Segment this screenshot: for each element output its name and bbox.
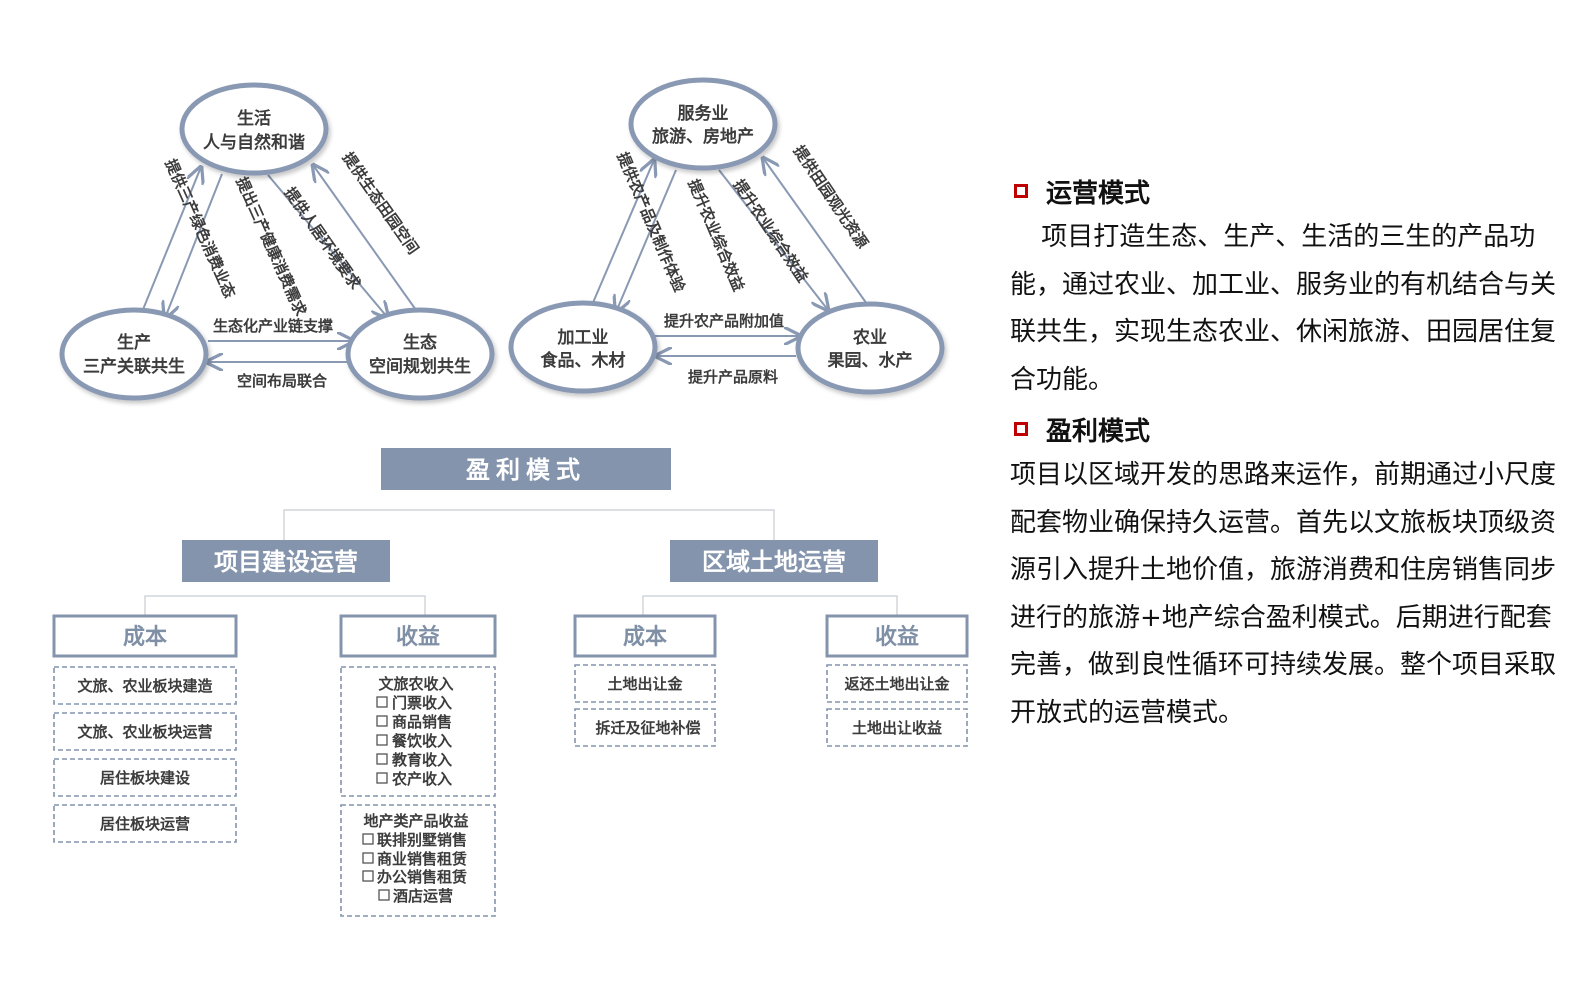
node-label-line2: 空间规划共生	[369, 356, 471, 377]
node-fuwuye: 服务业 旅游、房地产	[628, 77, 778, 171]
leaf-cost-item: 居住板块建设	[100, 769, 190, 787]
diagram-canvas: 提供三产绿色消费业态 提出三产健康消费需求 提供人居环境要求 提供生态田园空间 …	[52, 77, 969, 917]
revenue-item: 商业销售租赁	[377, 850, 467, 868]
edge-label-right-outer: 提供田园观光资源	[790, 142, 872, 252]
leaf-cost-item: 文旅、农业板块建造	[77, 677, 212, 695]
revenue-block-items: 联排别墅销售 商业销售租赁 办公销售租赁 酒店运营	[362, 831, 467, 905]
edge-label-right-outer: 提供生态田园空间	[339, 149, 423, 258]
edge-label-left-outer: 提供三产绿色消费业态	[161, 156, 238, 300]
group-revenue-project: 收益	[339, 614, 497, 658]
node-label-line2: 人与自然和谐	[203, 132, 305, 153]
arrow-left-outer	[141, 167, 201, 313]
revenue-item: 农产收入	[391, 770, 452, 788]
branch-label: 区域土地运营	[702, 548, 846, 576]
square-bullet-icon	[1014, 422, 1028, 436]
group-revenue-land: 收益	[825, 614, 969, 658]
revenue-item: 酒店运营	[393, 887, 453, 905]
checkbox-icon	[376, 715, 388, 727]
checkbox-icon	[376, 772, 388, 784]
arrow-left-inner	[165, 173, 223, 318]
node-label-line1: 生态	[403, 332, 437, 353]
edge-label-right-inner: 提升农业综合效益	[730, 176, 812, 286]
arrow-right-outer	[763, 158, 868, 305]
triangle-diagram-sansheng: 提供三产绿色消费业态 提出三产健康消费需求 提供人居环境要求 提供生态田园空间 …	[59, 82, 495, 401]
node-nongye: 农业 果园、水产	[795, 301, 945, 395]
checkbox-icon	[376, 753, 388, 765]
leaf-revenue-item: 返还土地出让金	[844, 675, 950, 693]
arrow-left-outer	[591, 160, 654, 306]
revenue-item: 门票收入	[392, 694, 452, 712]
group-label: 成本	[623, 625, 667, 650]
description-panel: 运营模式 项目打造生态、生产、生活的三生的产品功能，通过农业、加工业、服务业的有…	[1010, 168, 1570, 737]
edge-label-bottom-top: 提升农产品附加值	[664, 312, 784, 330]
node-label-line1: 服务业	[678, 103, 729, 124]
checkbox-icon	[362, 833, 374, 845]
group-label: 收益	[396, 624, 440, 650]
checkbox-icon	[376, 696, 388, 708]
revenue-item: 餐饮收入	[392, 732, 452, 750]
section-heading-operation: 运营模式	[1010, 168, 1570, 214]
node-label-line2: 食品、木材	[541, 350, 626, 371]
revenue-block-title: 地产类产品收益	[363, 812, 468, 830]
edge-label-left-outer: 提供农产品及制作体验	[613, 150, 689, 296]
section-title: 运营模式	[1046, 178, 1151, 209]
section-heading-profit: 盈利模式	[1010, 406, 1570, 452]
checkbox-icon	[378, 889, 390, 901]
square-bullet-icon	[1014, 184, 1028, 198]
revenue-block-title: 文旅农收入	[378, 675, 453, 693]
leaf-cost-item: 土地出让金	[607, 675, 683, 693]
group-label: 成本	[123, 625, 167, 650]
node-shengchan: 生产 三产关联共生	[59, 307, 209, 401]
tree-root: 盈利模式	[381, 448, 671, 490]
arrow-right-inner	[267, 174, 388, 318]
checkbox-icon	[362, 870, 374, 882]
node-label-line1: 生活	[237, 108, 271, 129]
group-cost-land: 成本	[573, 614, 717, 658]
triangle-diagram-industry: 提供农产品及制作体验 提升农业综合效益 提升农业综合效益 提供田园观光资源 提升…	[508, 77, 945, 395]
node-jiagongye: 加工业 食品、木材	[508, 300, 658, 394]
branch-land-operation: 区域土地运营	[670, 540, 878, 582]
revenue-block-items: 门票收入 商品销售 餐饮收入 教育收入 农产收入	[376, 694, 452, 788]
tree-root-label: 盈利模式	[465, 456, 586, 484]
edge-label-bottom-bottom: 提升产品原料	[688, 368, 778, 386]
section-body-operation: 项目打造生态、生产、生活的三生的产品功能，通过农业、加工业、服务业的有机结合与关…	[1010, 222, 1557, 395]
group-label: 收益	[875, 624, 919, 650]
edge-label-bottom-bottom: 空间布局联合	[237, 372, 328, 390]
section-title: 盈利模式	[1046, 416, 1151, 447]
group-cost-project: 成本	[52, 614, 238, 658]
branch-project-construction: 项目建设运营	[182, 540, 390, 582]
arrow-right-inner	[718, 169, 828, 310]
node-label-line1: 生产	[117, 332, 151, 353]
profit-model-tree: 盈利模式 项目建设运营 区域土地运营 成本 收益 成本 收益	[52, 448, 969, 917]
arrow-left-inner	[616, 169, 677, 312]
leaf-revenue-item: 土地出让收益	[852, 719, 942, 737]
arrow-right-outer	[313, 165, 417, 311]
node-label-line2: 果园、水产	[828, 350, 913, 371]
revenue-item: 商品销售	[392, 713, 452, 731]
checkbox-icon	[376, 734, 388, 746]
leaf-cost-item: 拆迁及征地补偿	[595, 719, 700, 737]
section-body-profit: 项目以区域开发的思路来运作，前期通过小尺度配套物业确保持久运营。首先以文旅板块顶…	[1010, 460, 1557, 728]
edge-label-bottom-top: 生态化产业链支撑	[213, 317, 333, 335]
leaf-cost-item: 居住板块运营	[100, 815, 190, 833]
node-label-line1: 加工业	[557, 328, 609, 348]
checkbox-icon	[362, 852, 374, 864]
node-label-line2: 旅游、房地产	[652, 126, 754, 147]
leaf-cost-item: 文旅、农业板块运营	[77, 723, 212, 741]
node-label-line1: 农业	[852, 327, 887, 348]
revenue-item: 联排别墅销售	[377, 831, 467, 849]
revenue-item: 办公销售租赁	[377, 868, 467, 886]
revenue-item: 教育收入	[391, 751, 452, 769]
branch-label: 项目建设运营	[214, 548, 358, 576]
node-label-line2: 三产关联共生	[83, 356, 185, 377]
node-shengtai: 生态 空间规划共生	[345, 307, 495, 401]
node-shenghuo: 生活 人与自然和谐	[179, 82, 329, 176]
